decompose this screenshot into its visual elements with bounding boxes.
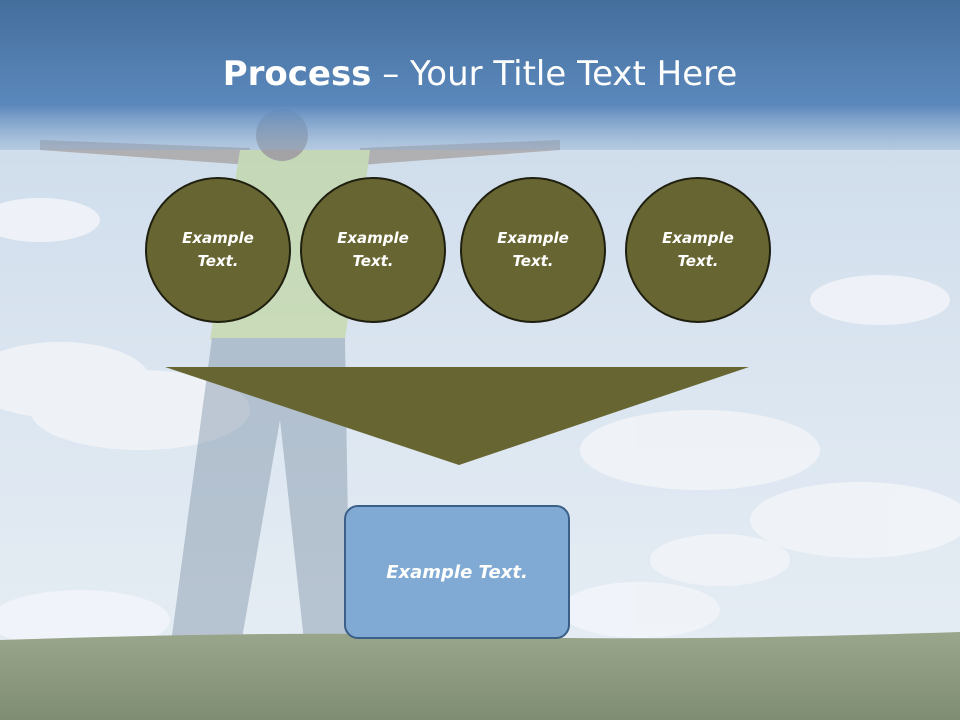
process-step-label-2: Example Text.: [337, 229, 409, 270]
process-step-circle-3: Example Text.: [460, 177, 606, 323]
result-label: Example Text.: [386, 561, 528, 583]
slide-title: Process – Your Title Text Here: [0, 52, 960, 96]
process-step-circle-2: Example Text.: [300, 177, 446, 323]
result-box: Example Text.: [344, 505, 570, 639]
funnel-arrow-shape: [165, 367, 749, 465]
process-step-label-3: Example Text.: [497, 229, 569, 270]
title-rest-part: – Your Title Text Here: [371, 54, 738, 94]
process-step-circle-1: Example Text.: [145, 177, 291, 323]
funnel-arrow: [165, 367, 749, 465]
process-step-label-1: Example Text.: [182, 229, 254, 270]
title-bold-part: Process: [222, 54, 372, 94]
process-step-circle-4: Example Text.: [625, 177, 771, 323]
process-step-label-4: Example Text.: [662, 229, 734, 270]
